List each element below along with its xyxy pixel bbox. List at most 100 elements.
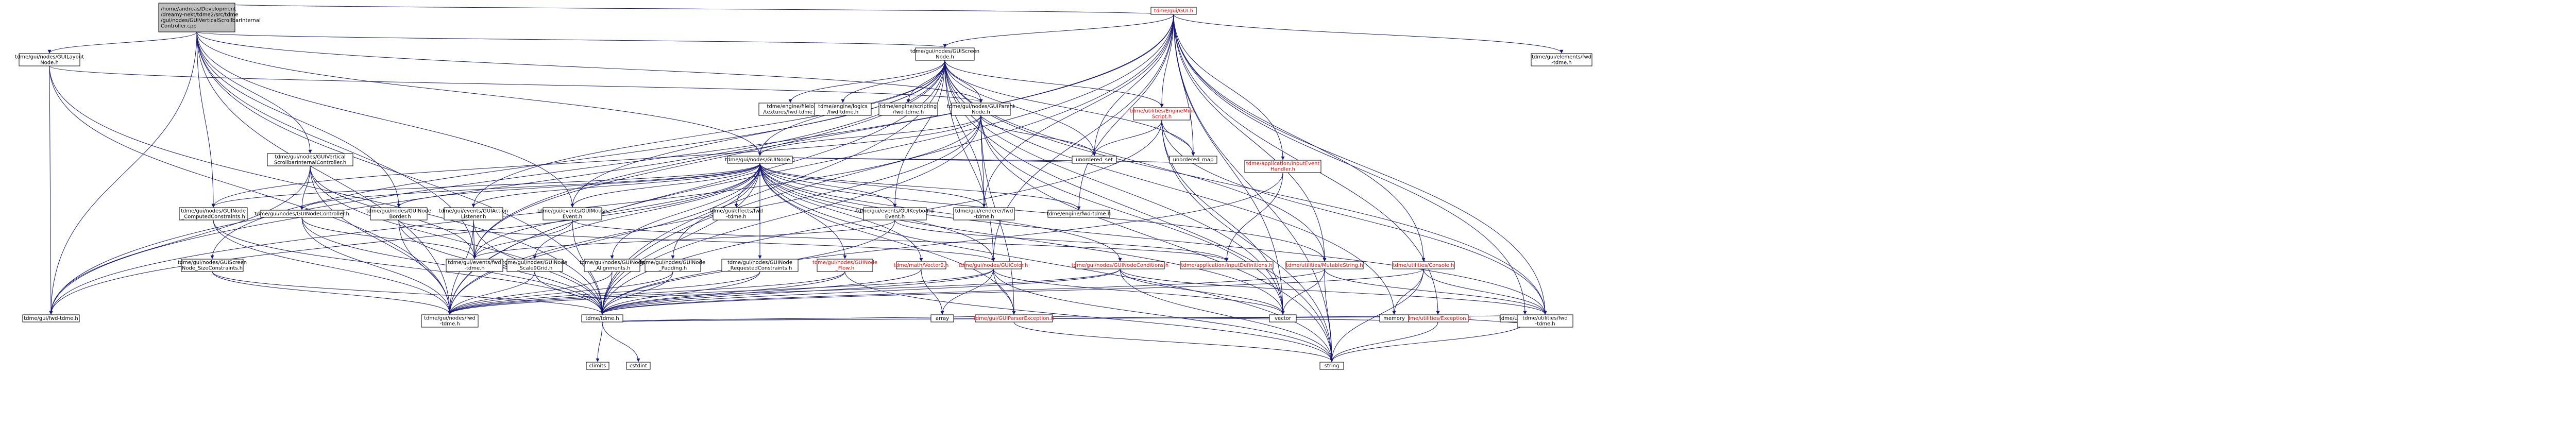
- edge-screen-to-renderer_fwd: [944, 60, 986, 208]
- node-label-line: Script.h: [1152, 114, 1172, 120]
- node-label-line: -tdme.h: [1551, 60, 1571, 66]
- node-scale_9grid[interactable]: tdme/gui/nodes/GUINode_Scale9Grid.h: [502, 259, 567, 272]
- node-exception[interactable]: tdme/utilities/Exception.h: [1405, 314, 1471, 323]
- node-events_fwd[interactable]: tdme/gui/events/fwd-tdme.h: [446, 259, 503, 272]
- edge-gui-to-engine_script: [1160, 14, 1174, 108]
- edge-guinode-to-utilities_fwd: [759, 163, 1547, 315]
- node-label-line: tdme/gui/elements/fwd: [1532, 55, 1591, 60]
- node-box: [721, 259, 799, 272]
- edge-gui-to-renderer_fwd: [982, 14, 1174, 208]
- node-app_input_defs[interactable]: tdme/application/InputDefinitions.h: [1180, 261, 1274, 269]
- node-scripting_fwd[interactable]: tdme/engine/scripting/fwd-tdme.h: [878, 103, 938, 116]
- node-box: [964, 261, 1022, 269]
- node-gui_fwd[interactable]: tdme/gui/fwd-tdme.h: [22, 314, 80, 323]
- edge-guinode-to-computed: [211, 163, 760, 208]
- edge-guinode-to-vector2: [759, 163, 923, 262]
- node-climits[interactable]: climits: [586, 362, 609, 370]
- node-unordered_set[interactable]: unordered_set: [1072, 156, 1117, 164]
- node-label-line: _Padding.h: [658, 266, 687, 272]
- node-renderer_fwd[interactable]: tdme/gui/renderer/fwd-tdme.h: [953, 207, 1015, 220]
- node-unordered_map[interactable]: unordered_map: [1169, 156, 1217, 164]
- edge-root-to-gui: [196, 3, 1175, 15]
- edge-guinode-to-tdme_h: [600, 163, 760, 315]
- edge-screen-to-logic_fwd: [841, 60, 945, 103]
- edge-engine_script-to-vector: [1161, 120, 1285, 315]
- edge-padding-to-tdme_h: [600, 271, 673, 315]
- node-cstdint[interactable]: cstdint: [626, 362, 651, 370]
- node-array[interactable]: array: [930, 314, 954, 323]
- node-texture_fwd[interactable]: tdme/engine/fileio/textures/fwd-tdme.h: [758, 103, 822, 116]
- edge-flow-to-nodes_fwd: [448, 271, 845, 315]
- node-root[interactable]: /home/andreas/Development/dreamy-nekt/td…: [158, 3, 261, 32]
- node-label-line: tdme/gui/nodes/GUINode: [812, 260, 877, 266]
- node-label-line: tdme/gui/nodes/GUIColor.h: [959, 263, 1028, 268]
- node-flow[interactable]: tdme/gui/nodes/GUINode_Flow.h: [812, 259, 877, 272]
- node-string[interactable]: string: [1319, 362, 1344, 370]
- node-gui[interactable]: tdme/gui/GUI.h: [1150, 7, 1197, 15]
- edge-vsic-to-tdme_h: [310, 165, 604, 315]
- node-box: [1072, 156, 1117, 164]
- node-requested[interactable]: tdme/gui/nodes/GUINode_RequestedConstrai…: [721, 259, 799, 272]
- node-utilities_fwd[interactable]: tdme/utilities/fwd-tdme.h: [1517, 314, 1573, 328]
- node-padding[interactable]: tdme/gui/nodes/GUINode_Padding.h: [640, 259, 705, 272]
- node-console[interactable]: tdme/utilities/Console.h: [1392, 261, 1455, 269]
- node-vector[interactable]: vector: [1269, 314, 1297, 323]
- node-nodes_fwd[interactable]: tdme/gui/nodes/fwd-tdme.h: [421, 314, 479, 328]
- node-guicolor[interactable]: tdme/gui/nodes/GUIColor.h: [959, 261, 1028, 269]
- node-computed[interactable]: tdme/gui/nodes/GUINode_ComputedConstrain…: [179, 207, 248, 220]
- edge-screen-to-gui_fwd: [49, 60, 945, 315]
- node-box: [975, 314, 1053, 323]
- node-label-line: Node.h: [972, 110, 990, 115]
- node-nodectrl[interactable]: tdme/gui/nodes/GUINodeController.h: [255, 210, 349, 218]
- edge-root-to-vsic: [196, 31, 312, 154]
- node-box: [814, 103, 872, 116]
- node-label-line: tdme/gui/fwd-tdme.h: [24, 316, 78, 321]
- edge-console-to-string: [1330, 268, 1424, 362]
- node-border[interactable]: tdme/gui/nodes/GUINode_Border.h: [366, 207, 431, 220]
- edge-screen-to-keyboard_event: [893, 60, 945, 208]
- node-box: [267, 153, 353, 166]
- node-engine_fwd[interactable]: tdme/engine/fwd-tdme.h: [1047, 210, 1111, 218]
- node-label-line: tdme/gui/nodes/GUIVertical: [275, 155, 345, 160]
- node-label-line: tdme/gui/nodes/GUINode.h: [725, 157, 795, 163]
- edge-screen-to-unordered_map: [944, 60, 1195, 156]
- node-label-line: tdme/gui/nodes/GUINode: [727, 260, 792, 266]
- node-screen_size[interactable]: tdme/gui/nodes/GUIScreenNode_SizeConstra…: [178, 259, 247, 272]
- node-logic_fwd[interactable]: tdme/engine/logics/fwd-tdme.h: [814, 103, 872, 116]
- node-label-line: tdme/utilities/EngineMini: [1130, 109, 1194, 114]
- node-vsic[interactable]: tdme/gui/nodes/GUIVerticalScrollbarInter…: [267, 153, 353, 166]
- edge-guinode-to-mutable_string: [759, 163, 1327, 262]
- node-alignments[interactable]: tdme/gui/nodes/GUINode_Alignments.h: [580, 259, 645, 272]
- edge-root-to-gui_fwd: [49, 31, 197, 315]
- node-memory[interactable]: memory: [1379, 314, 1409, 323]
- node-mutable_string[interactable]: tdme/utilities/MutableString.h: [1285, 261, 1364, 269]
- node-elements_fwd[interactable]: tdme/gui/elements/fwd-tdme.h: [1531, 53, 1592, 66]
- edge-root-to-guinode: [196, 31, 762, 156]
- edge-guicolor-to-nodes_fwd: [448, 268, 994, 315]
- node-parser_exception[interactable]: tdme/gui/GUIParserException.h: [974, 314, 1054, 323]
- node-vector2[interactable]: tdme/math/Vector2.h: [894, 261, 949, 269]
- node-guinode[interactable]: tdme/gui/nodes/GUINode.h: [725, 156, 795, 164]
- edge-guinode-to-events_fwd: [472, 163, 760, 259]
- edge-guinode-to-nodes_fwd: [448, 163, 760, 315]
- edge-guinode-to-gui_fwd: [49, 163, 760, 315]
- edge-border-to-nodes_fwd: [398, 219, 452, 315]
- node-label-line: tdme/gui/GUIParserException.h: [974, 316, 1054, 321]
- edge-alignments-to-nodes_fwd: [448, 271, 613, 315]
- node-node_conditions[interactable]: tdme/gui/nodes/GUINodeConditions.h: [1072, 261, 1168, 269]
- node-label-line: _Scale9Grid.h: [517, 266, 553, 272]
- node-label-line: Event.h: [885, 214, 905, 220]
- edge-screen-to-texture_fwd: [788, 60, 945, 103]
- node-tdme_h[interactable]: tdme/tdme.h: [581, 314, 623, 323]
- edge-screen-to-engine_script: [944, 60, 1164, 108]
- node-effects_fwd[interactable]: tdme/gui/effects/fwd-tdme.h: [709, 207, 763, 220]
- node-label-line: tdme/gui/GUI.h: [1154, 8, 1193, 14]
